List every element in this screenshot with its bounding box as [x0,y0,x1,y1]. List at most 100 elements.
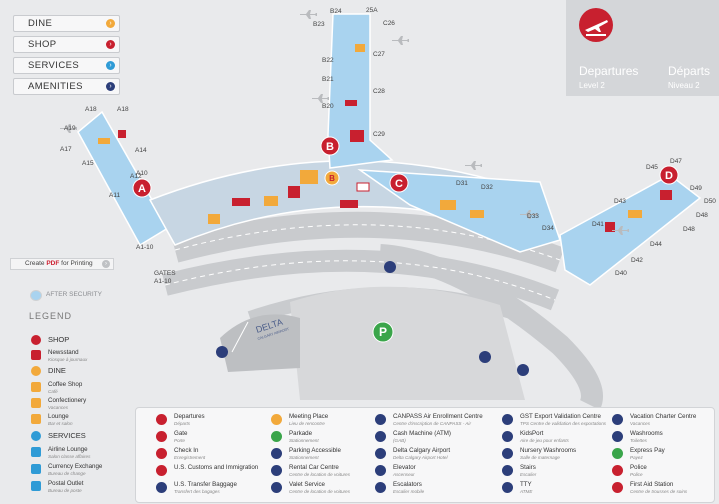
newspaper-icon [31,350,41,360]
plane-icons [60,10,629,235]
dine-label: DINE [28,18,53,29]
us-flag-icon [156,465,167,476]
parkade-area [290,286,525,400]
ramp-road [379,244,603,410]
units [98,44,672,232]
terminal [77,13,702,286]
gate-label: D42 [631,257,643,264]
road-lines [164,224,561,301]
after-security-swatch [30,290,42,301]
lounge-icon [31,414,41,424]
washroom-icon [612,431,623,442]
parking-accessible-icon [271,448,282,459]
currency-icon [31,464,41,474]
gate-label: B21 [322,76,334,83]
concourse-c-label: C [395,178,403,190]
express-pay-icon [612,448,623,459]
canpass-icon [375,414,386,425]
gate-label: C29 [373,131,385,138]
gate-label: B22 [322,57,334,64]
meeting-place-label: B [329,174,335,183]
gate-label: A19 [64,125,76,132]
stairs-icon [502,465,513,476]
gate-label: D33 [527,213,539,220]
gate-label: B24 [330,8,342,15]
chevron-right-icon: › [106,40,115,49]
gate-label: A10 [136,170,148,177]
amenities-button[interactable]: AMENITIES › [13,78,120,95]
services-button[interactable]: SERVICES› [13,57,120,74]
departs-title: Départs [668,64,711,78]
legend-dine: DINE [48,366,66,375]
concourse-bc [327,13,394,169]
gate-label: A1-10 [136,244,154,251]
tty-icon [502,482,513,493]
police-icon [612,465,623,476]
parkade-label: P [379,325,387,339]
accessible-icon [479,351,491,363]
bus-icon [216,346,228,358]
gate-label: A11 [109,192,121,199]
coffee-icon [31,382,41,392]
taxi-icon [384,261,396,273]
chevron-right-icon: › [106,61,115,70]
gate-label: A17 [60,146,72,153]
mail-icon [31,481,41,491]
create-pdf-button[interactable]: Create PDF for Printing› [10,258,114,270]
atm-icon [375,431,386,442]
gate-label: C26 [383,20,395,27]
canadian-flag-icon [356,182,370,192]
check-in-icon [156,448,167,459]
meeting-place-icon [271,414,282,425]
valet-icon [271,482,282,493]
legend-item: U.S. Customs and Immigration [174,464,259,471]
concourse-c-pin [389,173,409,193]
chevron-right-icon: › [106,82,115,91]
gate-label: 25A [366,7,378,14]
gate-icon [156,431,167,442]
gate-label: D44 [650,241,662,248]
concourse-d [559,174,702,286]
gate-label: D50 [704,198,716,205]
gate-label: A18 [85,106,97,113]
gate-label: C27 [373,51,385,58]
shop-button[interactable]: SHOP› [13,36,120,53]
parkade-icon [271,431,282,442]
dine-icon [31,366,41,376]
departures-icon [156,414,167,425]
first-aid-icon [612,482,623,493]
gate-label: D34 [542,225,554,232]
rental-car-icon [271,465,282,476]
dine-button[interactable]: DINE › [13,15,120,32]
departing-plane-icon [579,8,613,42]
concourse-pins: A B C D B P [132,136,679,343]
gate-label: D45 [646,164,658,171]
legend-title: LEGEND [29,311,73,321]
amenities-label: AMENITIES [28,81,83,92]
kidsport-icon [502,431,513,442]
meeting-place-pin [324,170,340,186]
chevron-right-icon: › [106,19,115,28]
legend-shop: SHOP [48,335,70,344]
concourse-b-pin [320,136,340,156]
shop-icon [31,335,41,345]
gate-label: C28 [373,88,385,95]
